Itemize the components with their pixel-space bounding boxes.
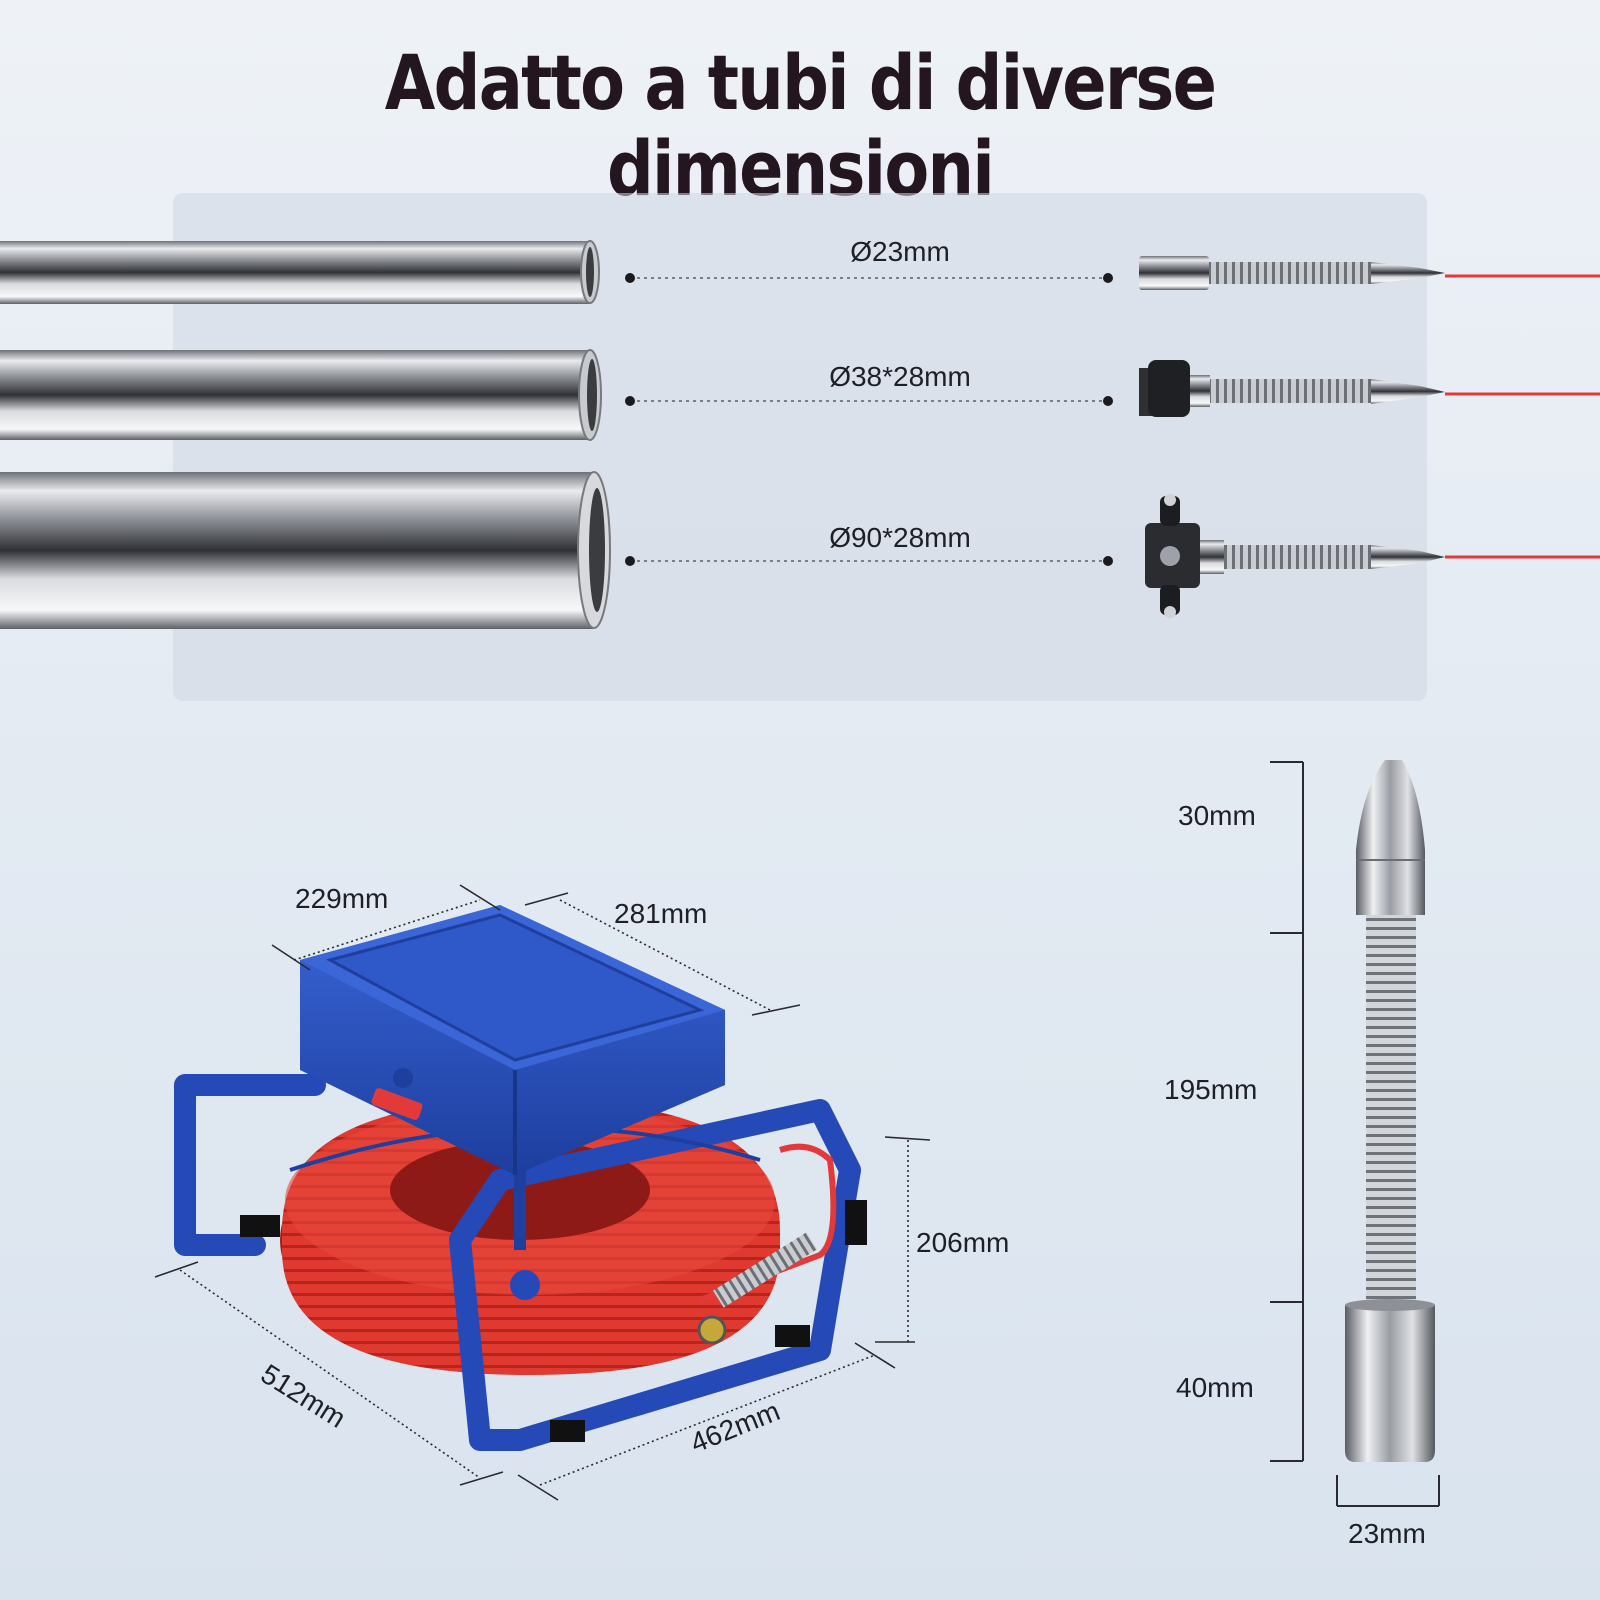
page-title: Adatto a tubi di diverse dimensioni [112,40,1488,212]
pipe-medium-diameter-label: Ø38*28mm [829,361,971,392]
pipe-large [0,471,611,629]
connector-lines [630,277,1108,562]
black-wheel-head-icon [1139,360,1600,417]
pipe-medium [0,349,602,441]
wheeled-skid-head-icon [1145,494,1600,618]
probe-camera-length-label: 40mm [1176,1372,1254,1403]
probe-spring-length-label: 195mm [1164,1074,1258,1105]
probe-tip-length-label: 30mm [1178,800,1256,831]
title-line-1: Adatto a tubi di diverse [384,38,1217,127]
reel-dimension-lines [154,884,931,1501]
pipe-small-diameter-label: Ø23mm [850,236,950,267]
connector-dots [625,273,1113,566]
flat-cylinder-head-icon [1139,256,1600,290]
cable-reel-illustration [174,905,867,1451]
probe-illustration [1345,760,1435,1462]
pipe-large-diameter-label: Ø90*28mm [829,522,971,553]
probe-diameter-label: 23mm [1348,1518,1426,1549]
reel-width-top-label: 281mm [614,898,708,929]
probe-dimension-lines [1270,761,1440,1507]
reel-depth-top-label: 229mm [295,883,389,914]
pipe-small [0,240,600,304]
reel-height-label: 206mm [916,1227,1010,1258]
